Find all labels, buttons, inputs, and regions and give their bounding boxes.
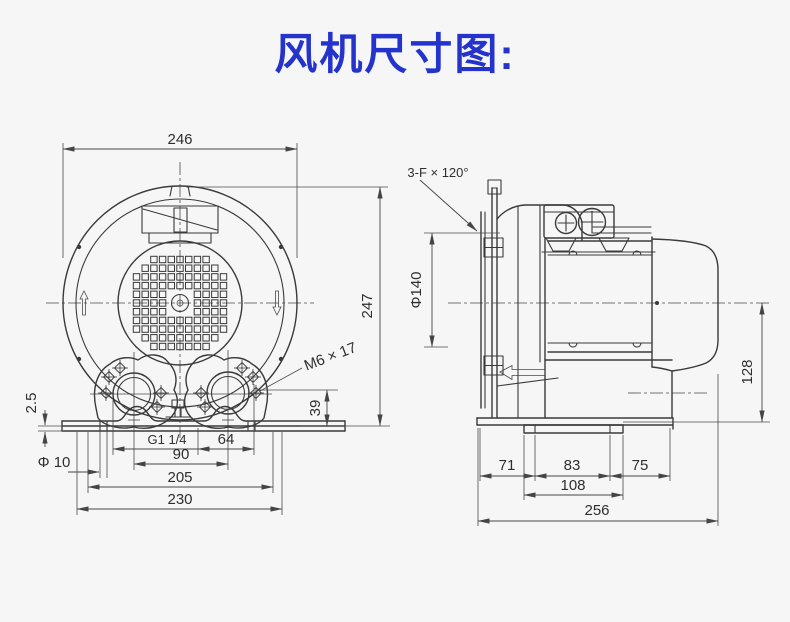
dim-overall-height: 247 — [359, 293, 376, 318]
lower-casing — [499, 359, 673, 381]
dim-foot-length: 83 — [564, 457, 581, 474]
grille-hub — [170, 293, 190, 313]
motor-body — [547, 226, 719, 419]
dim-base-slot-span: 205 — [167, 469, 192, 486]
motor-end-cap — [651, 238, 719, 372]
cable-gland-small — [554, 211, 578, 235]
dim-plate-thickness: 2.5 — [23, 393, 40, 414]
dim-overall-depth: 256 — [584, 502, 609, 519]
dim-base-width: 230 — [167, 491, 192, 508]
page-title: 风机尺寸图: — [274, 31, 516, 79]
dim-overall-width: 246 — [167, 131, 192, 148]
inlet-flange — [480, 179, 504, 419]
inlet-grille — [132, 255, 228, 351]
front-view: 246 247 2.5 Φ 10 G1 1/4 64 — [23, 131, 390, 515]
dim-port-height: 39 — [307, 400, 324, 417]
foot-pad — [523, 424, 624, 434]
rotation-arrow-right — [272, 290, 282, 316]
dim-mounting-bolt: M6 × 17 — [302, 339, 359, 374]
cable-gland-large — [577, 207, 607, 237]
dim-inlet-diameter: Φ140 — [408, 272, 425, 309]
dim-foot-offset-front: 71 — [499, 457, 516, 474]
dim-flange-holes: 3-F × 120° — [407, 165, 468, 180]
dim-axis-height: 128 — [739, 359, 756, 384]
nameplate — [141, 205, 219, 244]
base-plate-front — [61, 405, 346, 432]
dim-port-thread: G1 1/4 — [147, 432, 186, 447]
top-tab — [169, 185, 191, 197]
grille-hub-center — [176, 299, 184, 307]
base-plate-side — [476, 417, 770, 434]
dim-slot-diameter: Φ 10 — [38, 454, 71, 471]
side-centerlines — [448, 301, 770, 394]
flange-bolt-holes — [98, 360, 264, 415]
terminal-box — [541, 204, 656, 253]
port-flange-left — [93, 354, 179, 429]
blower-casing-side — [496, 204, 583, 419]
blower-housing-front — [62, 185, 298, 421]
dim-foot-offset-rear: 75 — [632, 457, 649, 474]
front-dimensions: 246 247 2.5 Φ 10 G1 1/4 64 — [23, 131, 390, 515]
side-view: 3-F × 120° Φ140 128 71 83 75 108 — [407, 165, 770, 526]
airflow-arrow — [499, 364, 546, 381]
dim-foot-bolt-span: 108 — [560, 477, 585, 494]
side-dimensions: 3-F × 120° Φ140 128 71 83 75 108 — [407, 165, 765, 526]
dim-bolt-span: 64 — [218, 431, 235, 448]
rotation-arrow-left — [79, 290, 89, 316]
dim-port-distance: 90 — [173, 446, 190, 463]
